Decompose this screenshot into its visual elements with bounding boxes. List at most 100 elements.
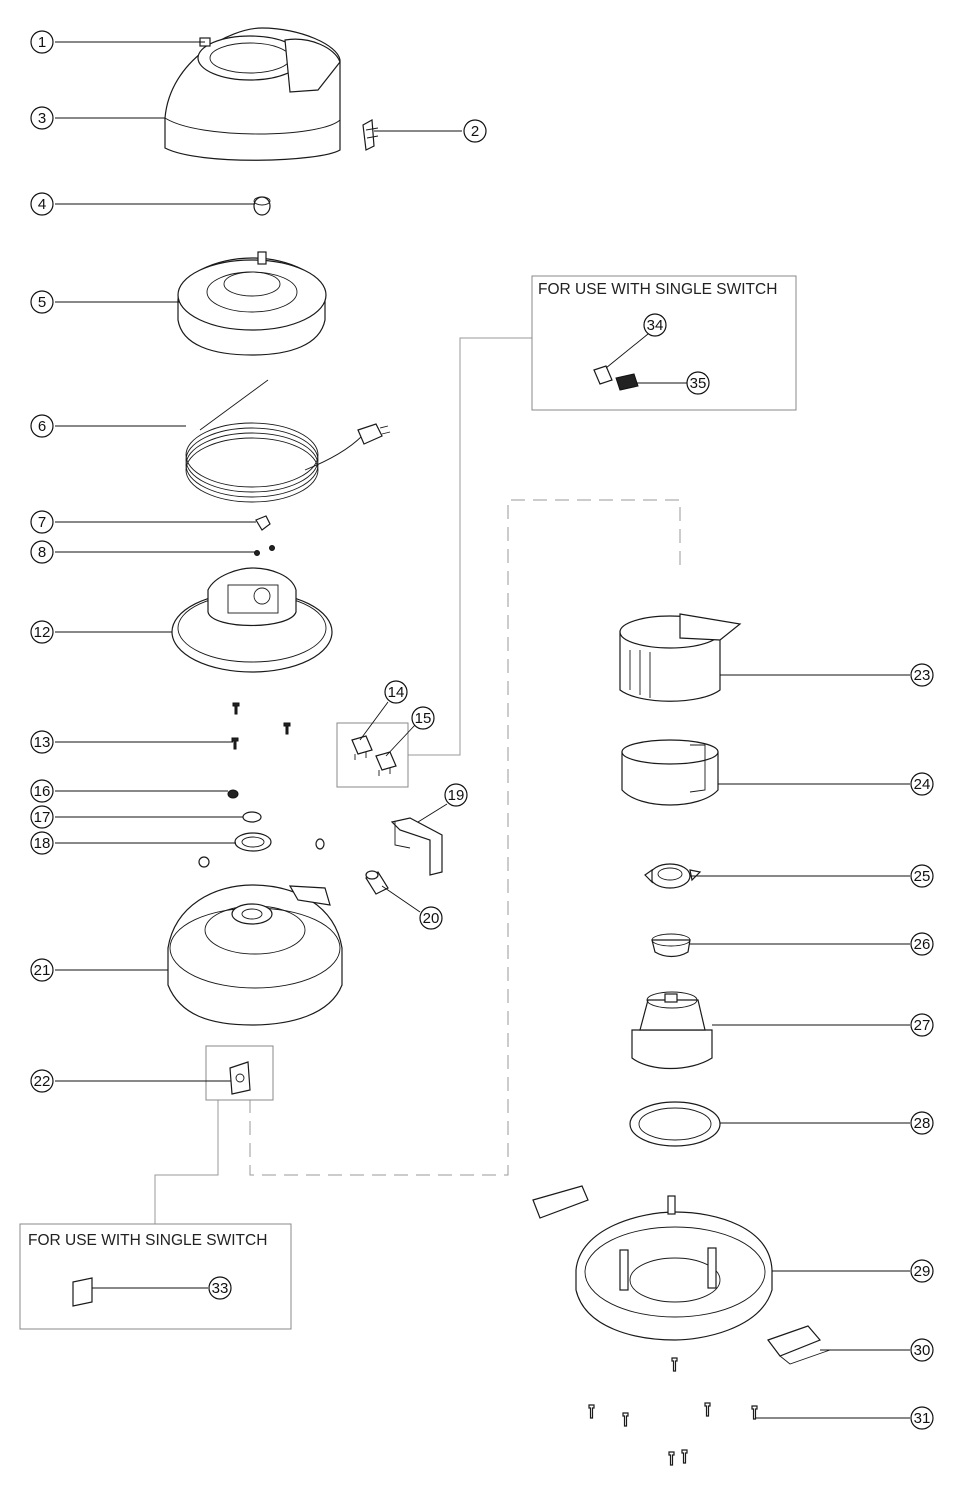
- callout-2: 2: [463, 119, 487, 143]
- part-31-screws: [588, 1357, 758, 1466]
- svg-text:16: 16: [34, 783, 51, 800]
- callout-4: 4: [30, 192, 54, 216]
- callout-18: 18: [30, 831, 54, 855]
- box-title: FOR USE WITH SINGLE SWITCH: [538, 281, 777, 298]
- callout-14: 14: [384, 680, 408, 704]
- part-16-nut: [227, 789, 239, 799]
- callouts: 1 2 3 4 5 6 7 8 12 13 14 15 16 17 18 19 …: [30, 30, 934, 1430]
- svg-text:5: 5: [38, 294, 46, 311]
- callout-22: 22: [30, 1069, 54, 1093]
- part-29-base: [532, 1185, 773, 1341]
- svg-text:7: 7: [38, 514, 46, 531]
- part-15-rocker-switch: [375, 751, 397, 776]
- part-30-clip-plate: [767, 1325, 831, 1365]
- callout-35: 35: [686, 371, 710, 395]
- callout-24: 24: [910, 772, 934, 796]
- svg-text:2: 2: [471, 123, 479, 140]
- svg-text:35: 35: [690, 375, 707, 392]
- svg-text:27: 27: [914, 1017, 931, 1034]
- part-25-bearing-mount: [644, 863, 702, 889]
- svg-text:15: 15: [415, 710, 432, 727]
- leader-lines: [55, 41, 910, 1419]
- part-23-ring-housing: [619, 613, 742, 702]
- callout-13: 13: [30, 730, 54, 754]
- svg-text:26: 26: [914, 936, 931, 953]
- part-35-cover: [615, 373, 639, 391]
- callout-16: 16: [30, 779, 54, 803]
- svg-text:24: 24: [914, 776, 931, 793]
- callout-28: 28: [910, 1111, 934, 1135]
- part-20-spacer: [365, 870, 389, 895]
- box-title: FOR USE WITH SINGLE SWITCH: [28, 1232, 267, 1249]
- part-6-power-cord: [185, 379, 391, 503]
- svg-text:28: 28: [914, 1115, 931, 1132]
- callout-3: 3: [30, 106, 54, 130]
- svg-text:21: 21: [34, 962, 51, 979]
- part-17-washer: [242, 811, 262, 823]
- callout-31: 31: [910, 1406, 934, 1430]
- part-34-switch: [593, 365, 613, 385]
- callout-19: 19: [444, 783, 468, 807]
- part-18-nuts: [198, 838, 325, 868]
- single-switch-box-top: FOR USE WITH SINGLE SWITCH: [531, 275, 797, 411]
- svg-text:8: 8: [38, 544, 46, 561]
- callout-29: 29: [910, 1259, 934, 1283]
- single-switch-box-bottom: FOR USE WITH SINGLE SWITCH: [19, 1223, 292, 1330]
- svg-text:13: 13: [34, 734, 51, 751]
- callout-33: 33: [208, 1276, 232, 1300]
- callout-12: 12: [30, 620, 54, 644]
- part-27-motor: [631, 991, 713, 1070]
- part-12-base-plate: [171, 567, 333, 673]
- box-22: [205, 1045, 274, 1101]
- svg-text:29: 29: [914, 1263, 931, 1280]
- callout-1: 1: [30, 30, 54, 54]
- svg-text:4: 4: [38, 196, 46, 213]
- part-21-motor-housing: [167, 884, 343, 1026]
- connector-lines: [154, 337, 681, 1224]
- svg-text:19: 19: [448, 787, 465, 804]
- svg-text:18: 18: [34, 835, 51, 852]
- part-22-terminal-plate: [229, 1061, 251, 1095]
- part-2-clip: [362, 119, 379, 151]
- part-24-band: [621, 739, 719, 806]
- svg-text:3: 3: [38, 110, 46, 127]
- callout-7: 7: [30, 510, 54, 534]
- callout-25: 25: [910, 864, 934, 888]
- callout-30: 30: [910, 1338, 934, 1362]
- svg-text:22: 22: [34, 1073, 51, 1090]
- svg-text:33: 33: [212, 1280, 229, 1297]
- svg-text:20: 20: [423, 910, 440, 927]
- part-5-filter-plate: [177, 251, 327, 356]
- part-19-bracket: [390, 817, 443, 876]
- svg-text:6: 6: [38, 418, 46, 435]
- part-14-rocker-switch: [351, 735, 373, 760]
- callout-6: 6: [30, 414, 54, 438]
- part-13-screws: [231, 702, 291, 750]
- svg-text:31: 31: [914, 1410, 931, 1427]
- callout-8: 8: [30, 540, 54, 564]
- part-28-gasket-ring: [629, 1101, 721, 1147]
- part-7-connector: [255, 515, 271, 531]
- callout-17: 17: [30, 805, 54, 829]
- switch-box-14-15: [336, 722, 409, 788]
- part-8-screws: [254, 545, 275, 556]
- callout-27: 27: [910, 1013, 934, 1037]
- part-33-label: [72, 1277, 93, 1307]
- svg-text:1: 1: [38, 34, 46, 51]
- callout-26: 26: [910, 932, 934, 956]
- part-4-knob: [253, 196, 271, 216]
- svg-text:34: 34: [647, 317, 664, 334]
- svg-text:23: 23: [914, 667, 931, 684]
- svg-text:30: 30: [914, 1342, 931, 1359]
- callout-20: 20: [419, 906, 443, 930]
- callout-5: 5: [30, 290, 54, 314]
- callout-15: 15: [411, 706, 435, 730]
- part-18-gasket: [234, 832, 272, 852]
- svg-text:25: 25: [914, 868, 931, 885]
- callout-23: 23: [910, 663, 934, 687]
- svg-text:17: 17: [34, 809, 51, 826]
- callout-34: 34: [643, 313, 667, 337]
- svg-text:12: 12: [34, 624, 51, 641]
- part-3-top-cover: [164, 27, 341, 161]
